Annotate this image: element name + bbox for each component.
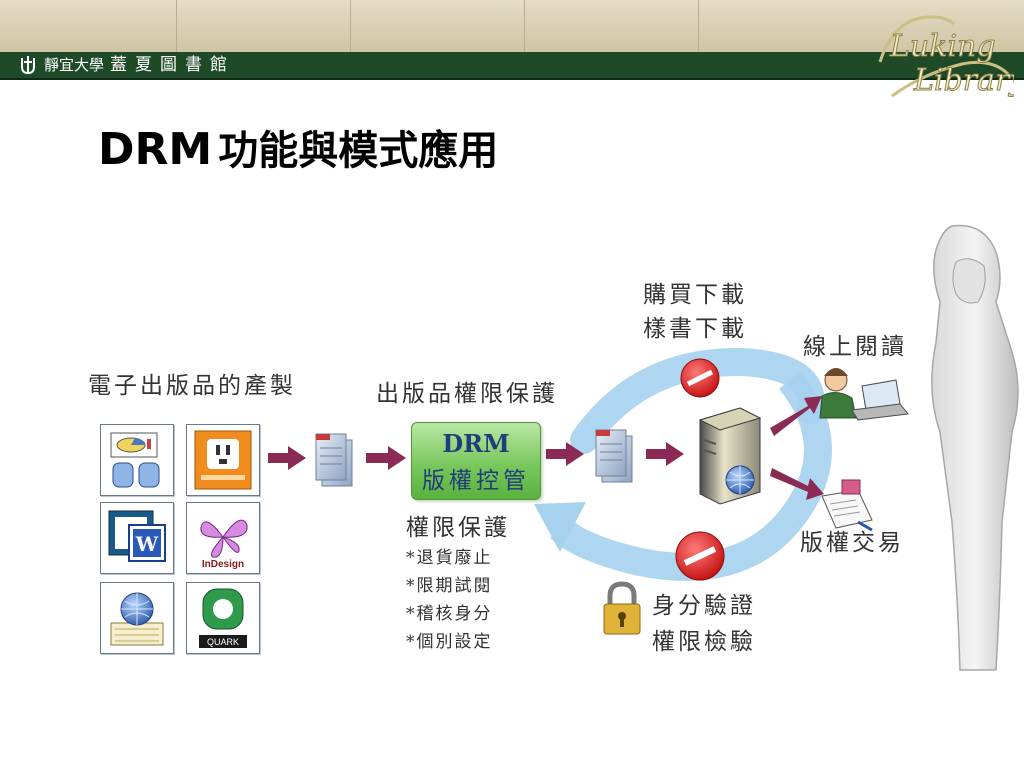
server-icon xyxy=(698,407,762,505)
contract-icon xyxy=(821,479,873,532)
header-band xyxy=(0,0,1024,52)
statue-decoration-icon xyxy=(931,224,1019,671)
quark-label: QUARK xyxy=(207,637,239,647)
cycle-arc-bottom xyxy=(550,510,801,581)
no-sign-bottom-icon xyxy=(675,531,725,581)
rights-protection-item-4: *個別設定 xyxy=(406,632,493,652)
no-sign-top-icon xyxy=(680,358,720,398)
indesign-label: InDesign xyxy=(202,559,244,570)
cycle-arrowhead-bottom xyxy=(534,502,586,552)
title-latin: DRM xyxy=(98,124,213,175)
drm-box-title: DRM xyxy=(442,429,510,458)
rights-protection-item-2: *限期試閱 xyxy=(406,576,493,596)
flow-arrow-2 xyxy=(366,446,406,470)
power-outlet-icon xyxy=(186,424,260,496)
university-logo-icon xyxy=(21,56,35,75)
sample-download-label: 樣書下載 xyxy=(643,316,747,342)
university-name: 靜宜大學 xyxy=(44,56,105,74)
person-laptop-icon xyxy=(819,368,909,421)
indesign-icon: InDesign xyxy=(186,502,260,574)
quark-icon: QUARK xyxy=(186,582,260,654)
document-icon-left xyxy=(315,433,353,487)
library-name: 蓋夏圖書館 xyxy=(110,55,236,75)
rights-protection-heading: 權限保護 xyxy=(406,515,510,541)
rights-check-label: 權限檢驗 xyxy=(652,629,756,655)
svg-text:W: W xyxy=(135,532,159,556)
logo-text-library: Library xyxy=(913,63,1014,98)
copyright-trade-label: 版權交易 xyxy=(800,530,904,556)
purchase-download-label: 購買下載 xyxy=(643,282,747,308)
protection-label: 出版品權限保護 xyxy=(376,381,558,407)
library-script-logo: Luking Library xyxy=(878,15,1014,99)
database-chart-icon xyxy=(100,424,174,496)
drm-box-subtitle: 版權控管 xyxy=(422,468,530,494)
visio-icon: W xyxy=(100,502,174,574)
drm-box: DRM 版權控管 xyxy=(411,422,541,500)
rights-protection-item-3: *稽核身分 xyxy=(406,604,493,624)
title-chinese: 功能與模式應用 xyxy=(218,127,499,174)
logo-text-luking: Luking xyxy=(889,29,996,64)
lock-icon xyxy=(603,581,641,635)
flow-arrow-copyright-trade xyxy=(770,468,824,500)
cycle-arc-right xyxy=(778,371,832,529)
header-bar xyxy=(0,52,1024,80)
flow-arrow-1 xyxy=(268,446,306,470)
flow-arrow-4 xyxy=(646,442,684,466)
identity-verification-label: 身分驗證 xyxy=(652,593,756,619)
online-reading-label: 線上閱讀 xyxy=(803,334,907,360)
production-label: 電子出版品的產製 xyxy=(88,373,296,399)
flow-arrow-3 xyxy=(546,442,584,466)
flow-arrow-online-reading xyxy=(770,396,822,436)
header-text: 靜宜大學蓋夏圖書館 xyxy=(44,54,235,76)
globe-document-icon xyxy=(100,582,174,654)
rights-protection-item-1: *退貨廢止 xyxy=(406,548,493,568)
document-icon-right xyxy=(595,429,633,483)
